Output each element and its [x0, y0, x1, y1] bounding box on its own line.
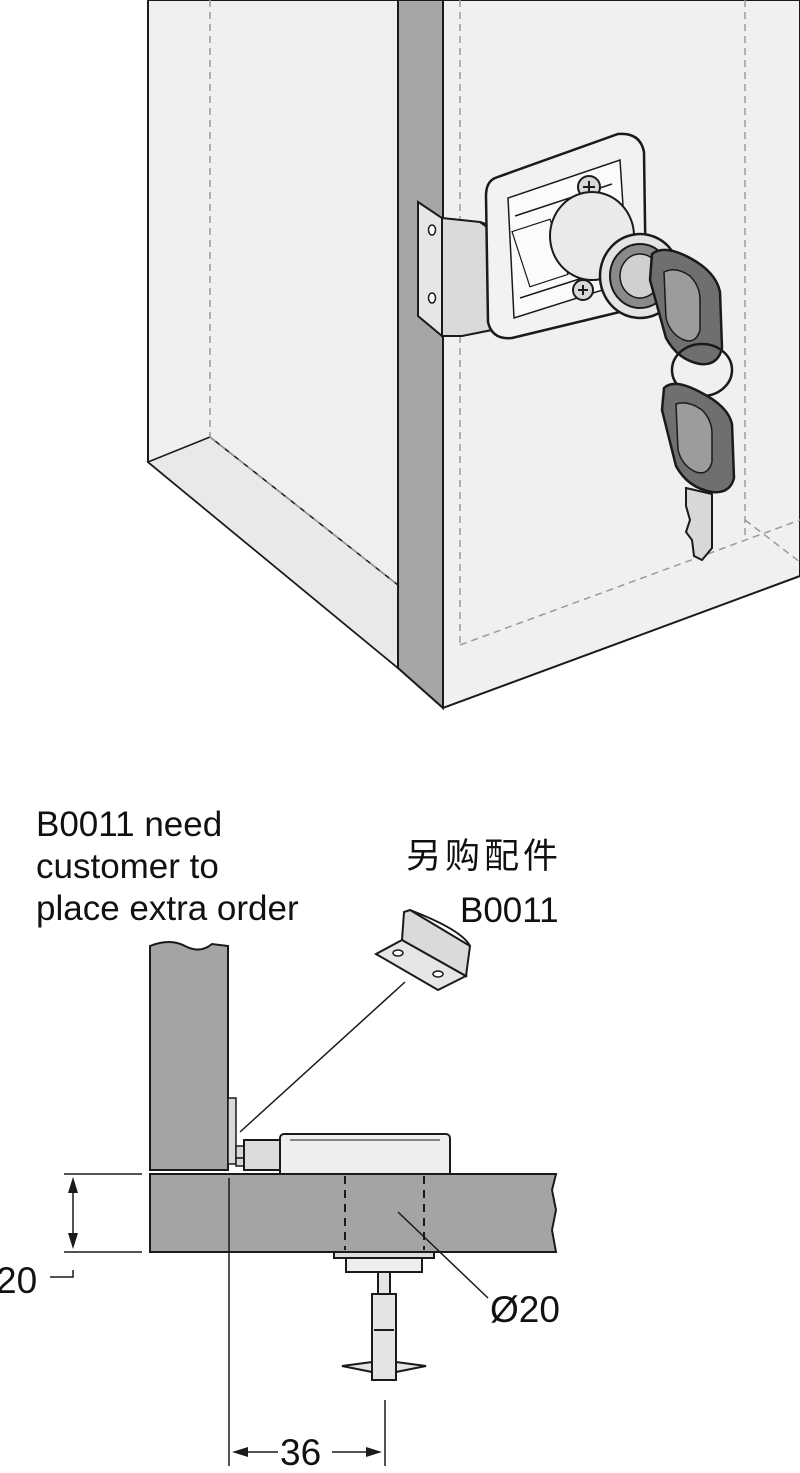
- order-note-line-2: customer to: [36, 847, 219, 886]
- dim-cylinder-diameter: Ø20: [490, 1289, 560, 1330]
- isometric-cabinet-view: [146, 0, 800, 711]
- accessory-code-label: B0011: [460, 891, 559, 930]
- accessory-cn-label: 另购配件: [406, 837, 563, 877]
- door-panel-section: [149, 1173, 558, 1253]
- accessory-bracket-icon: [373, 908, 472, 992]
- cylinder-and-key-section: [333, 1251, 435, 1381]
- order-note-line-1: B0011 need: [36, 805, 223, 844]
- strike-plate-icon: [417, 200, 496, 339]
- dim-offset: 36: [280, 1432, 322, 1473]
- side-panel-section: [149, 941, 229, 1171]
- dim-panel-thickness: 20: [0, 1260, 38, 1301]
- lock-body-section: [243, 1133, 451, 1179]
- door-edge: [397, 0, 444, 711]
- side-hidden-lines: [209, 0, 399, 586]
- section-view: [50, 908, 558, 1466]
- key-icon: [648, 248, 736, 562]
- order-note-line-3: place extra order: [36, 889, 299, 928]
- dimension-arrows: [68, 1177, 382, 1457]
- door-front-face: [442, 0, 800, 710]
- door-hidden-lines: [459, 0, 800, 646]
- dimension-lines: [50, 981, 489, 1466]
